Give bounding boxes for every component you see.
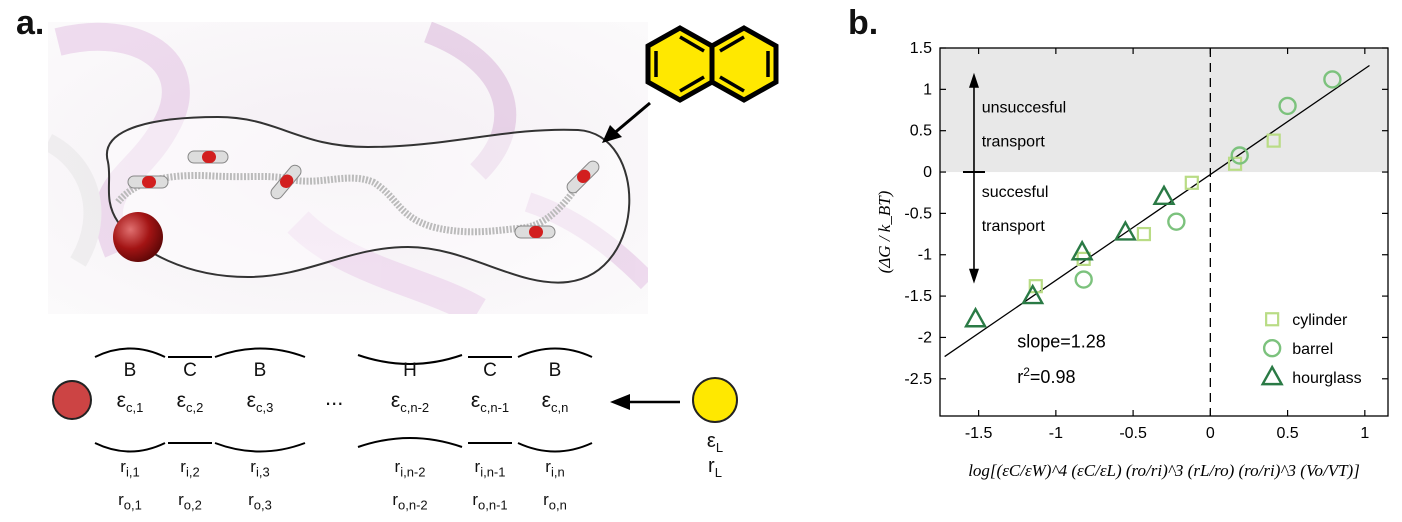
y-tick-label: -2.5 — [904, 371, 932, 388]
axes-frame — [939, 47, 1389, 417]
segment-2-epsilon: εc,2 — [176, 389, 204, 416]
segment-3-ro: ro,3 — [248, 490, 272, 513]
barrel-point — [1323, 70, 1342, 89]
y-tick-label: 1.5 — [910, 40, 932, 57]
ligand-radius: rL — [708, 455, 722, 480]
segment-1-ro: ro,1 — [118, 490, 142, 513]
segment-boundaries — [52, 347, 738, 453]
segment-2-ri: ri,2 — [180, 457, 200, 480]
schematic-ion-icon — [52, 380, 92, 420]
segment-2-ro: ro,2 — [178, 490, 202, 513]
protein-channel-render — [48, 22, 648, 314]
unsuccessful-label-2: transport — [982, 133, 1046, 150]
legend-barrel-label: barrel — [1292, 341, 1333, 358]
segment-n-type: B — [548, 360, 562, 381]
segment-n-1-ri: ri,n-1 — [474, 457, 506, 480]
y-tick-label: -0.5 — [904, 205, 932, 222]
region-arrow-up-head — [968, 72, 979, 88]
render-background — [48, 22, 648, 314]
barrel-point — [1230, 146, 1249, 165]
segment-1-epsilon: εc,1 — [116, 389, 144, 416]
legend-hourglass-label: hourglass — [1292, 370, 1361, 387]
region-arrow-down-head — [968, 268, 979, 284]
segment-n-ro: ro,n — [543, 490, 567, 513]
x-axis-label: log[(εC/εW)^4 (εC/εL) (ro/ri)^3 (rL/ro) … — [968, 461, 1360, 480]
segment-1-ri: ri,1 — [120, 457, 140, 480]
scatter-chart: -1.5 -1 -0.5 0 0.5 1 1.5 1 0.5 0 -0.5 -1 -1.5 -2 -2.5 u… — [875, 40, 1389, 480]
segment-n-2-ri: ri,n-2 — [394, 457, 426, 480]
segment-n-1-type: C — [483, 360, 497, 381]
legend-barrel-marker — [1262, 338, 1282, 358]
x-tick-label: -1.5 — [965, 425, 993, 442]
segment-1-type: B — [123, 360, 137, 381]
plot-area: -1.5 -1 -0.5 0 0.5 1 1.5 1 0.5 0 -0.5 -1 -1.5 -2 -2.5 u… — [875, 40, 1389, 480]
segment-3-ri: ri,3 — [250, 457, 270, 480]
segment-n-2-epsilon: εc,n-2 — [390, 389, 430, 416]
channel-schematic: B C B H C B εc,1 εc,2 εc,3 εc,n-2 εc,n-1… — [40, 345, 800, 520]
unsuccessful-label-1: unsuccesful — [982, 100, 1067, 117]
hourglass-point — [1021, 283, 1045, 305]
segment-n-1-ro: ro,n-1 — [472, 490, 508, 513]
legend-cylinder-label: cylinder — [1292, 312, 1348, 329]
ligand-icon — [692, 377, 738, 423]
y-tick-label: -1.5 — [904, 288, 932, 305]
y-tick-label: 0 — [923, 164, 932, 181]
water-chain — [115, 168, 591, 236]
segment-ellipsis: ... — [325, 385, 344, 410]
segment-n-epsilon: εc,n — [541, 389, 569, 416]
y-tick-label: -1 — [918, 247, 932, 264]
segment-2-type: C — [183, 360, 197, 381]
y-tick-label: -2 — [918, 329, 932, 346]
cylinder-point — [1136, 226, 1152, 242]
slope-annotation: slope=1.28 — [1017, 331, 1106, 351]
water-molecules — [127, 150, 600, 239]
segment-n-1-epsilon: εc,n-1 — [470, 389, 510, 416]
legend-hourglass-marker — [1260, 364, 1284, 386]
x-tick-label: 0 — [1206, 425, 1215, 442]
barrel-point — [1167, 212, 1186, 231]
segment-n-2-type: H — [403, 360, 417, 381]
ligand-epsilon: εL — [706, 430, 724, 455]
segment-n-2-ro: ro,n-2 — [392, 490, 428, 513]
fit-line — [944, 64, 1370, 358]
r2-annotation: r2=0.98 — [1017, 365, 1075, 387]
cylinder-point — [1184, 175, 1199, 190]
panel-a-label: a. — [16, 4, 45, 42]
barrel-point — [1278, 96, 1297, 116]
segment-3-epsilon: εc,3 — [246, 389, 274, 416]
naphthalene-icon — [645, 25, 779, 103]
panel-b-label: b. — [848, 4, 879, 42]
x-tick-label: 1 — [1360, 425, 1369, 442]
cylinder-point — [1266, 133, 1281, 148]
unsuccessful-region — [940, 48, 1388, 173]
y-tick-label: 1 — [923, 81, 932, 98]
x-tick-label: -0.5 — [1119, 425, 1147, 442]
x-tick-label: 0.5 — [1276, 425, 1298, 442]
successful-label-1: succesful — [982, 184, 1049, 201]
hourglass-point — [1113, 219, 1137, 241]
hourglass-point — [1070, 239, 1094, 261]
y-tick-label: 0.5 — [910, 123, 932, 140]
segment-3-type: B — [253, 360, 267, 381]
hourglass-point — [1152, 184, 1176, 206]
legend-cylinder-marker — [1265, 312, 1280, 327]
segment-n-ri: ri,n — [545, 457, 565, 480]
y-axis-label: (ΔG / k_BT) — [875, 190, 894, 273]
channel-surface — [105, 115, 631, 284]
arrow-to-channel — [602, 101, 651, 143]
successful-label-2: transport — [982, 218, 1046, 235]
hourglass-point — [963, 306, 988, 328]
ion-sphere — [113, 212, 163, 262]
barrel-point — [1074, 270, 1093, 289]
x-tick-label: -1 — [1049, 425, 1063, 442]
